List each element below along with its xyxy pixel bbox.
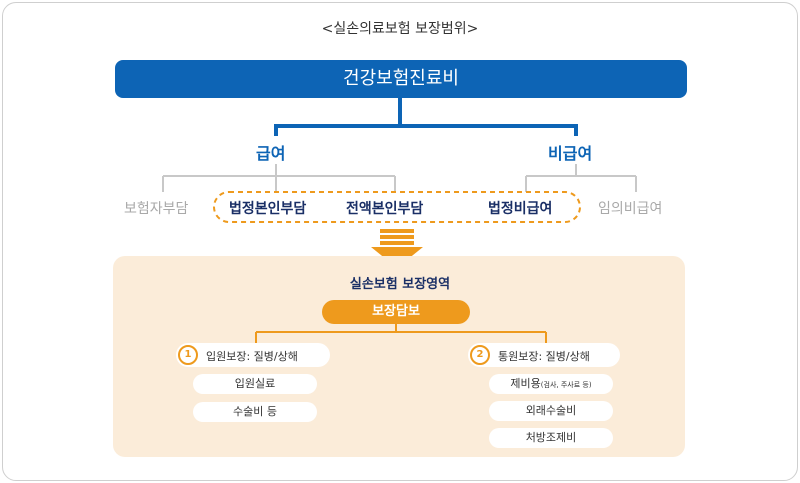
outpatient-item-costs: 제비용(검사, 주사료 등) bbox=[489, 374, 613, 394]
outpatient-item-surgery: 외래수술비 bbox=[489, 401, 613, 421]
outpatient-pill: 2 통원보장: 질병/상해 bbox=[468, 343, 620, 367]
health-insurance-banner: 건강보험진료비 bbox=[115, 60, 687, 98]
outpatient-item-prescription: 처방조제비 bbox=[489, 428, 613, 448]
page-title: <실손의료보험 보장범위> bbox=[321, 21, 479, 37]
branch-covered: 급여 bbox=[256, 144, 286, 163]
category-insurer-share: 보험자부담 bbox=[124, 201, 189, 217]
category-full-self: 전액본인부담 bbox=[346, 201, 424, 217]
inpatient-item-room: 입원실료 bbox=[193, 374, 317, 394]
branch-noncovered: 비급여 bbox=[548, 144, 593, 163]
outpatient-number-badge: 2 bbox=[470, 345, 490, 365]
inpatient-pill: 1 입원보장: 질병/상해 bbox=[176, 343, 330, 367]
coverage-title: 실손보험 보장영역 bbox=[349, 277, 451, 292]
outpatient-item-costs-note: (검사, 주사료 등) bbox=[540, 381, 592, 389]
inpatient-number-badge: 1 bbox=[178, 345, 198, 365]
inpatient-label: 입원보장: 질병/상해 bbox=[206, 350, 298, 363]
outpatient-item-costs-label: 제비용 bbox=[510, 377, 541, 390]
category-optional-noncovered: 임의비급여 bbox=[598, 201, 663, 217]
outpatient-label: 통원보장: 질병/상해 bbox=[498, 350, 590, 363]
coverage-main-pill: 보장담보 bbox=[322, 300, 470, 324]
category-statutory-noncovered: 법정비급여 bbox=[488, 201, 553, 217]
category-statutory-self: 법정본인부담 bbox=[229, 201, 307, 217]
inpatient-item-surgery: 수술비 등 bbox=[193, 402, 317, 422]
